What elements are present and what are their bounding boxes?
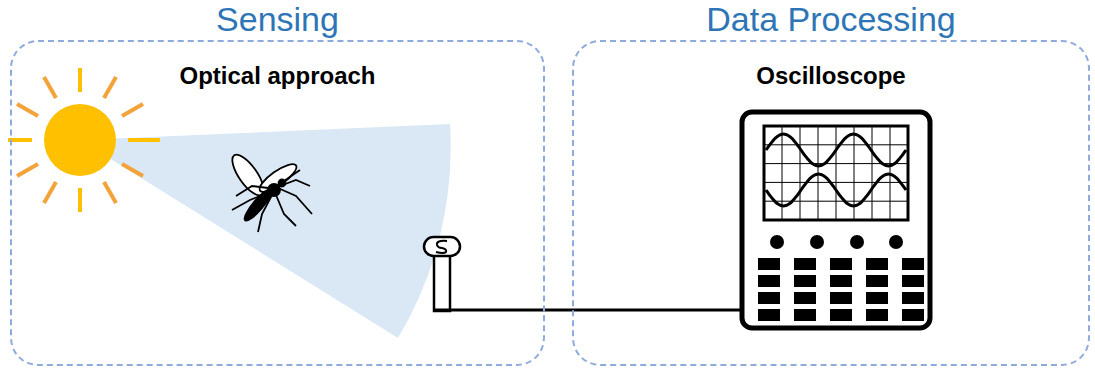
key [794, 309, 816, 321]
knob [810, 235, 824, 249]
grid-line [836, 126, 837, 220]
key [866, 258, 888, 270]
key [830, 309, 852, 321]
wire [572, 309, 742, 312]
key [758, 258, 780, 270]
sun [44, 104, 116, 176]
grid-line [764, 182, 908, 183]
wire [545, 309, 572, 312]
key [758, 275, 780, 287]
knob [770, 235, 784, 249]
knob [889, 235, 903, 249]
key [866, 292, 888, 304]
grid-line [764, 201, 908, 202]
key [866, 309, 888, 321]
signal-wave [766, 174, 906, 206]
key [902, 275, 924, 287]
key [902, 292, 924, 304]
key [758, 292, 780, 304]
section-box: SensingOptical approach [10, 40, 545, 366]
key [794, 258, 816, 270]
key [758, 309, 780, 321]
mosquito [227, 150, 312, 232]
signal-wave [766, 134, 906, 166]
section-heading: Sensing [12, 0, 543, 39]
light-beam [80, 124, 451, 338]
knob [850, 235, 864, 249]
key [830, 292, 852, 304]
section-label: Oscilloscope [574, 62, 1088, 90]
sun-rays [8, 68, 160, 212]
grid-line [764, 163, 908, 164]
oscilloscope-icon [742, 112, 930, 328]
key [794, 275, 816, 287]
key [830, 258, 852, 270]
key [794, 292, 816, 304]
key [902, 258, 924, 270]
wire [434, 309, 545, 312]
section-box: Data ProcessingOscilloscope [572, 40, 1090, 366]
section-label: Optical approach [12, 62, 543, 90]
grid-line [764, 144, 908, 145]
section-heading: Data Processing [574, 0, 1088, 39]
key [866, 275, 888, 287]
key [830, 275, 852, 287]
key [902, 309, 924, 321]
grid-line [800, 126, 801, 220]
grid-line [872, 126, 873, 220]
sensor [424, 237, 460, 311]
